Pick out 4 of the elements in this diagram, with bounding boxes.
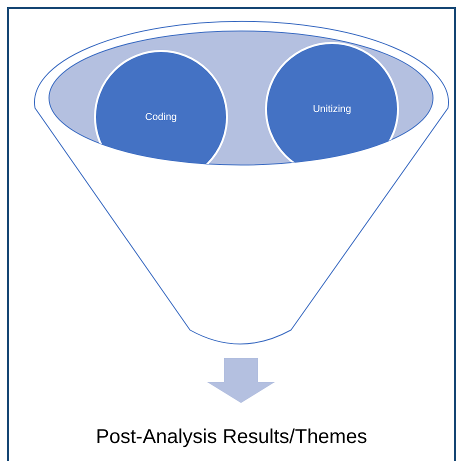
block-arrow bbox=[207, 358, 275, 403]
circle-label: Coding bbox=[145, 110, 177, 124]
circle-label: Unitizing bbox=[312, 102, 352, 116]
result-text: Post-Analysis Results/Themes bbox=[96, 425, 368, 450]
